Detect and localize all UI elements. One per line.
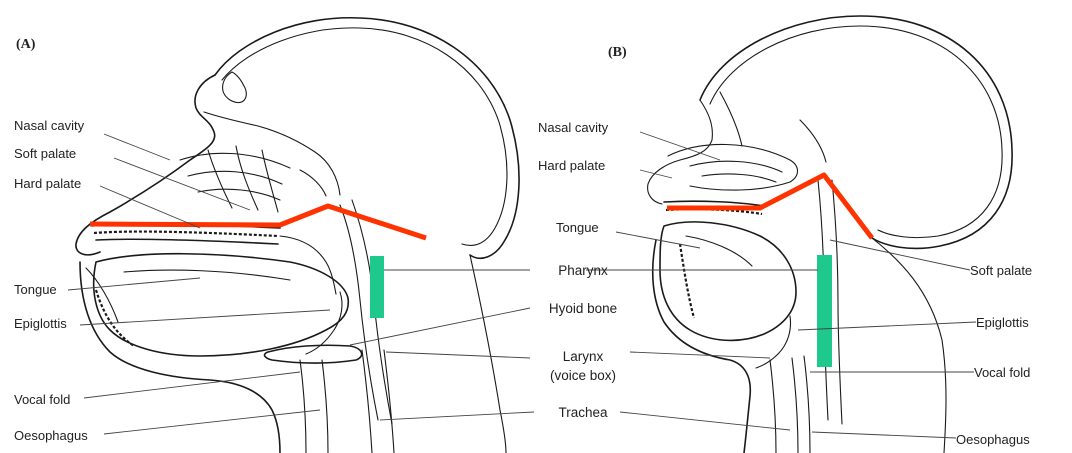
label-larynx: Larynx bbox=[563, 349, 604, 364]
label-a-epiglottis: Epiglottis bbox=[14, 316, 67, 331]
label-a-hard-palate: Hard palate bbox=[14, 176, 81, 191]
palate-line-a bbox=[90, 206, 426, 238]
label-a-tongue: Tongue bbox=[14, 282, 57, 297]
label-pharynx: Pharynx bbox=[558, 263, 608, 278]
panel-a-tag: (A) bbox=[16, 37, 36, 52]
pharynx-bar-b bbox=[817, 255, 832, 367]
label-a-nasal-cavity: Nasal cavity bbox=[14, 118, 85, 133]
label-a-soft-palate: Soft palate bbox=[14, 146, 76, 161]
palate-line-b bbox=[667, 175, 872, 238]
panel-b-tag: (B) bbox=[608, 45, 627, 60]
label-a-vocal-fold: Vocal fold bbox=[14, 392, 70, 407]
label-voice-box: (voice box) bbox=[550, 368, 616, 383]
pharynx-bar-a bbox=[370, 256, 384, 318]
label-a-oesophagus: Oesophagus bbox=[14, 428, 88, 443]
label-hyoid-bone: Hyoid bone bbox=[549, 301, 617, 316]
label-b-epiglottis: Epiglottis bbox=[976, 315, 1029, 330]
label-b-hard-palate: Hard palate bbox=[538, 158, 605, 173]
label-trachea: Trachea bbox=[558, 405, 608, 420]
label-b-tongue: Tongue bbox=[556, 220, 599, 235]
label-b-vocal-fold: Vocal fold bbox=[974, 365, 1030, 380]
label-b-oesophagus: Oesophagus bbox=[956, 432, 1030, 447]
label-b-nasal-cavity: Nasal cavity bbox=[538, 120, 609, 135]
leader-lines bbox=[68, 132, 976, 438]
panel-a-drawing bbox=[76, 18, 519, 453]
panel-b-drawing bbox=[648, 16, 1012, 453]
label-b-soft-palate: Soft palate bbox=[970, 263, 1032, 278]
